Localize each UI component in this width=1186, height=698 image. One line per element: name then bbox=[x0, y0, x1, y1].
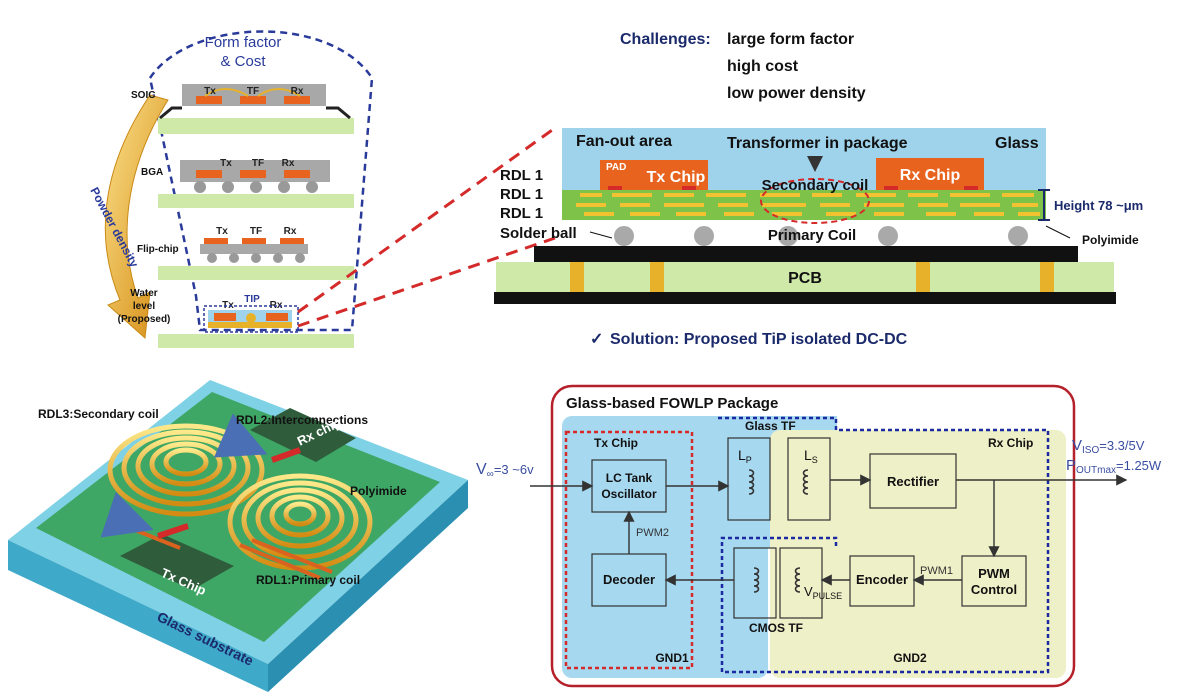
flip-chip-package: Flip-chip Tx TF Rx bbox=[137, 226, 354, 280]
soic-tf: TF bbox=[247, 86, 259, 97]
rdl-label: RDL 1 bbox=[500, 186, 543, 203]
wafer-label-2: level bbox=[133, 301, 155, 312]
rdl3-label: RDL3:Secondary coil bbox=[38, 407, 159, 421]
funnel-outline bbox=[148, 30, 374, 332]
gnd1-label: GND1 bbox=[655, 651, 689, 665]
height-label: Height 78 ~μm bbox=[1054, 198, 1143, 213]
pout-label: POUTmax=1.25W bbox=[1066, 457, 1162, 476]
glass-tf-title: Glass TF bbox=[745, 419, 796, 433]
form-factor-label-2: & Cost bbox=[220, 53, 266, 70]
wafer-label-3: (Proposed) bbox=[118, 314, 171, 325]
flip-rx: Rx bbox=[284, 226, 297, 237]
challenge-item: high cost bbox=[727, 58, 799, 75]
primary-coil-label: Primary Coil bbox=[768, 227, 856, 244]
rdl2-label: RDL2:Interconnections bbox=[236, 413, 368, 427]
glass-label: Glass bbox=[995, 135, 1039, 152]
bga-rx: Rx bbox=[282, 158, 295, 169]
challenge-item: low power density bbox=[727, 85, 866, 102]
solution-block: ✓ Solution: Proposed TiP isolated DC-DC bbox=[590, 331, 908, 348]
wafer-tip: TIP bbox=[244, 294, 260, 305]
lp-label: LP bbox=[738, 447, 752, 465]
pwm-control-label-2: Control bbox=[971, 582, 1017, 597]
rx-chip bbox=[876, 158, 984, 190]
rdl-label: RDL 1 bbox=[500, 205, 543, 222]
transformer-label: Transformer in package bbox=[727, 135, 908, 152]
solution-text: Solution: Proposed TiP isolated DC-DC bbox=[610, 331, 908, 348]
pcb-label: PCB bbox=[788, 270, 822, 287]
secondary-coil-label: Secondary coil bbox=[762, 177, 869, 194]
rx-chip-outline bbox=[718, 416, 1050, 674]
bga-package: BGA Tx TF Rx bbox=[141, 158, 354, 208]
wafer-level-package: Water level (Proposed) Tx TIP Rx bbox=[118, 288, 354, 348]
lc-tank-block bbox=[591, 459, 667, 513]
zoom-line-bottom bbox=[297, 236, 556, 328]
pwm2-label: PWM2 bbox=[636, 527, 669, 539]
soic-label: SOIC bbox=[131, 90, 155, 101]
tx-chip bbox=[600, 160, 708, 190]
bga-tx: Tx bbox=[220, 158, 232, 169]
rx-chip-label: Rx Chip bbox=[900, 167, 961, 184]
wafer-label-1: Water bbox=[130, 288, 158, 299]
vpulse-label: VPULSE bbox=[804, 584, 842, 601]
bga-tf: TF bbox=[252, 158, 264, 169]
transformer-highlight bbox=[760, 178, 870, 224]
solder-ball-label: Solder ball bbox=[500, 225, 577, 242]
tx-chip-block bbox=[120, 534, 234, 590]
polyimide-iso-label: Polyimide bbox=[350, 484, 407, 498]
flip-tx: Tx bbox=[216, 226, 228, 237]
pwm1-label: PWM1 bbox=[920, 565, 953, 577]
block-diagram: Glass-based FOWLP Package bbox=[476, 384, 1162, 688]
check-icon: ✓ bbox=[590, 331, 603, 348]
secondary-coil-graphic bbox=[107, 423, 265, 517]
rx-chip-title: Rx Chip bbox=[988, 436, 1033, 450]
flip-chip-label: Flip-chip bbox=[137, 244, 179, 255]
cmos-tf-label: CMOS TF bbox=[749, 621, 803, 635]
challenges-title: Challenges: bbox=[620, 31, 711, 48]
soic-package: SOIC Tx TF Rx bbox=[131, 84, 354, 134]
polyimide-label: Polyimide bbox=[1082, 233, 1139, 247]
package-cross-section: Fan-out area Transformer in package Glas… bbox=[494, 128, 1143, 304]
tx-chip-label: Tx Chip bbox=[647, 169, 706, 186]
soic-rx: Rx bbox=[291, 86, 304, 97]
soic-tx: Tx bbox=[204, 86, 216, 97]
flip-tf: TF bbox=[250, 226, 262, 237]
decoder-label: Decoder bbox=[603, 572, 655, 587]
pwm-control-label-1: PWM bbox=[978, 566, 1010, 581]
lp-block bbox=[727, 437, 771, 521]
rx-region bbox=[770, 430, 1066, 678]
package-evolution: Form factor & Cost Powder density SOIC T… bbox=[87, 30, 556, 348]
pad-label: PAD bbox=[606, 162, 626, 173]
isometric-package-view: RDL3:Secondary coil RDL2:Interconnection… bbox=[8, 380, 468, 692]
rdl1-label: RDL1:Primary coil bbox=[256, 573, 360, 587]
ls-block bbox=[787, 437, 831, 521]
rdl-label: RDL 1 bbox=[500, 167, 543, 184]
wafer-tx: Tx bbox=[222, 300, 234, 311]
rx-chip-block bbox=[250, 408, 356, 462]
vin-label: V∞=3 ~6v bbox=[476, 461, 534, 480]
cmos-lp-block bbox=[733, 547, 777, 619]
power-density-arrow bbox=[104, 94, 169, 340]
ls-label: LS bbox=[804, 447, 818, 465]
encoder-label: Encoder bbox=[856, 572, 908, 587]
zoom-line-top bbox=[297, 126, 556, 314]
lc-tank-label-1: LC Tank bbox=[606, 471, 653, 485]
tx-chip-title: Tx Chip bbox=[594, 436, 638, 450]
form-factor-label-1: Form factor bbox=[205, 34, 282, 51]
gnd2-label: GND2 bbox=[893, 651, 927, 665]
bga-label: BGA bbox=[141, 167, 163, 178]
tx-chip-outline bbox=[564, 430, 694, 670]
package-title: Glass-based FOWLP Package bbox=[566, 395, 778, 412]
challenges-block: Challenges: large form factor high cost … bbox=[620, 31, 866, 102]
rectifier-label: Rectifier bbox=[887, 474, 939, 489]
viso-label: VISO=3.3/5V bbox=[1072, 437, 1145, 456]
challenge-item: large form factor bbox=[727, 31, 854, 48]
fanout-label: Fan-out area bbox=[576, 133, 672, 150]
lc-tank-label-2: Oscillator bbox=[601, 487, 657, 501]
